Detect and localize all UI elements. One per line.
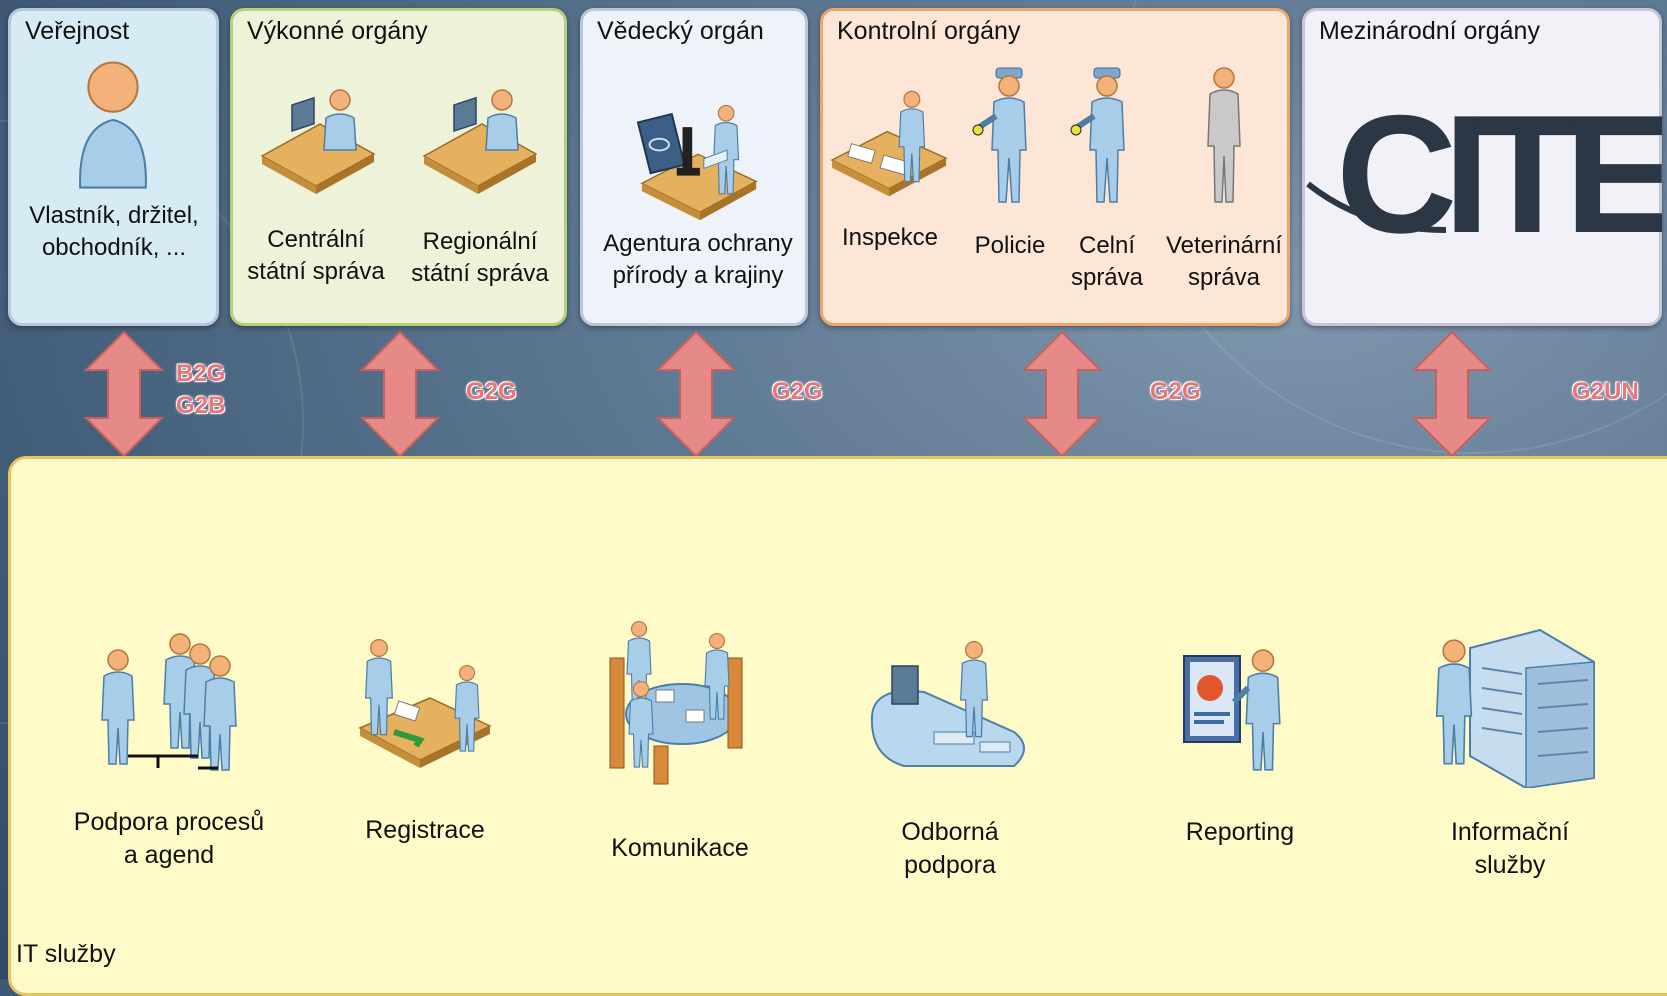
arrow-tag-g2g: G2G bbox=[466, 378, 517, 405]
owner-person-icon bbox=[72, 56, 154, 190]
people-group-icon bbox=[88, 628, 248, 778]
service-label-informacni-sluzby: Informační služby bbox=[1450, 818, 1570, 879]
service-label-komunikace: Komunikace bbox=[611, 834, 749, 862]
central-admin-desk-icon bbox=[258, 86, 378, 196]
it-services-title: IT služby bbox=[16, 940, 116, 968]
double-arrow-icon bbox=[1022, 330, 1102, 458]
label-policie: Policie bbox=[974, 232, 1046, 259]
label-agentura: Agentura ochrany přírody a krajiny bbox=[603, 230, 793, 289]
support-desk-icon bbox=[864, 636, 1034, 776]
service-label-podpora: Podpora procesů a agend bbox=[73, 808, 265, 869]
group-title: Mezinárodní orgány bbox=[1319, 17, 1540, 45]
double-arrow-icon bbox=[1412, 330, 1492, 458]
veterinary-person-icon bbox=[1207, 67, 1241, 203]
cites-logo: CITES bbox=[1306, 80, 1662, 250]
group-title: Výkonné orgány bbox=[247, 17, 428, 45]
arrow-tag-g2g: G2G bbox=[1150, 378, 1201, 405]
service-label-reporting: Reporting bbox=[1185, 818, 1295, 846]
service-label-odborna-podpora: Odborná podpora bbox=[901, 818, 999, 879]
customs-officer-icon bbox=[1070, 66, 1140, 206]
service-label-registrace: Registrace bbox=[365, 816, 485, 844]
cites-logo-text: CITES bbox=[1336, 80, 1662, 250]
group-kontrolni-organy: Kontrolní orgány bbox=[820, 8, 1290, 326]
label-inspekce: Inspekce bbox=[841, 224, 939, 251]
label-vlastnik: Vlastník, držitel, obchodník, ... bbox=[29, 202, 199, 261]
label-veterinarni-sprava: Veterinární správa bbox=[1165, 232, 1283, 291]
police-officer-icon bbox=[972, 66, 1042, 206]
label-celni-sprava: Celní správa bbox=[1070, 232, 1144, 291]
label-centralni-sprava: Centrální státní správa bbox=[247, 226, 385, 285]
group-title: Kontrolní orgány bbox=[837, 17, 1021, 45]
meeting-table-icon bbox=[604, 618, 754, 788]
arrow-tag-g2un: G2UN bbox=[1572, 378, 1639, 405]
arrow-tag-g2g: G2G bbox=[772, 378, 823, 405]
double-arrow-icon bbox=[360, 330, 440, 458]
group-title: Vědecký orgán bbox=[597, 17, 764, 45]
regional-admin-desk-icon bbox=[420, 86, 540, 196]
double-arrow-icon bbox=[656, 330, 736, 458]
group-title: Veřejnost bbox=[25, 17, 130, 45]
presentation-board-icon bbox=[1176, 636, 1296, 786]
server-rack-icon bbox=[1430, 628, 1600, 788]
document-exchange-icon bbox=[350, 628, 500, 778]
arrow-tag-b2g-g2b: B2G G2B bbox=[176, 360, 226, 419]
scientist-microscope-icon bbox=[636, 100, 762, 226]
group-mezinarodni-organy: Mezinárodní orgány bbox=[1302, 8, 1662, 326]
double-arrow-icon bbox=[84, 330, 164, 458]
label-regionalni-sprava: Regionální státní správa bbox=[411, 228, 549, 287]
it-services-panel bbox=[8, 456, 1667, 996]
inspector-desk-icon bbox=[828, 86, 952, 200]
